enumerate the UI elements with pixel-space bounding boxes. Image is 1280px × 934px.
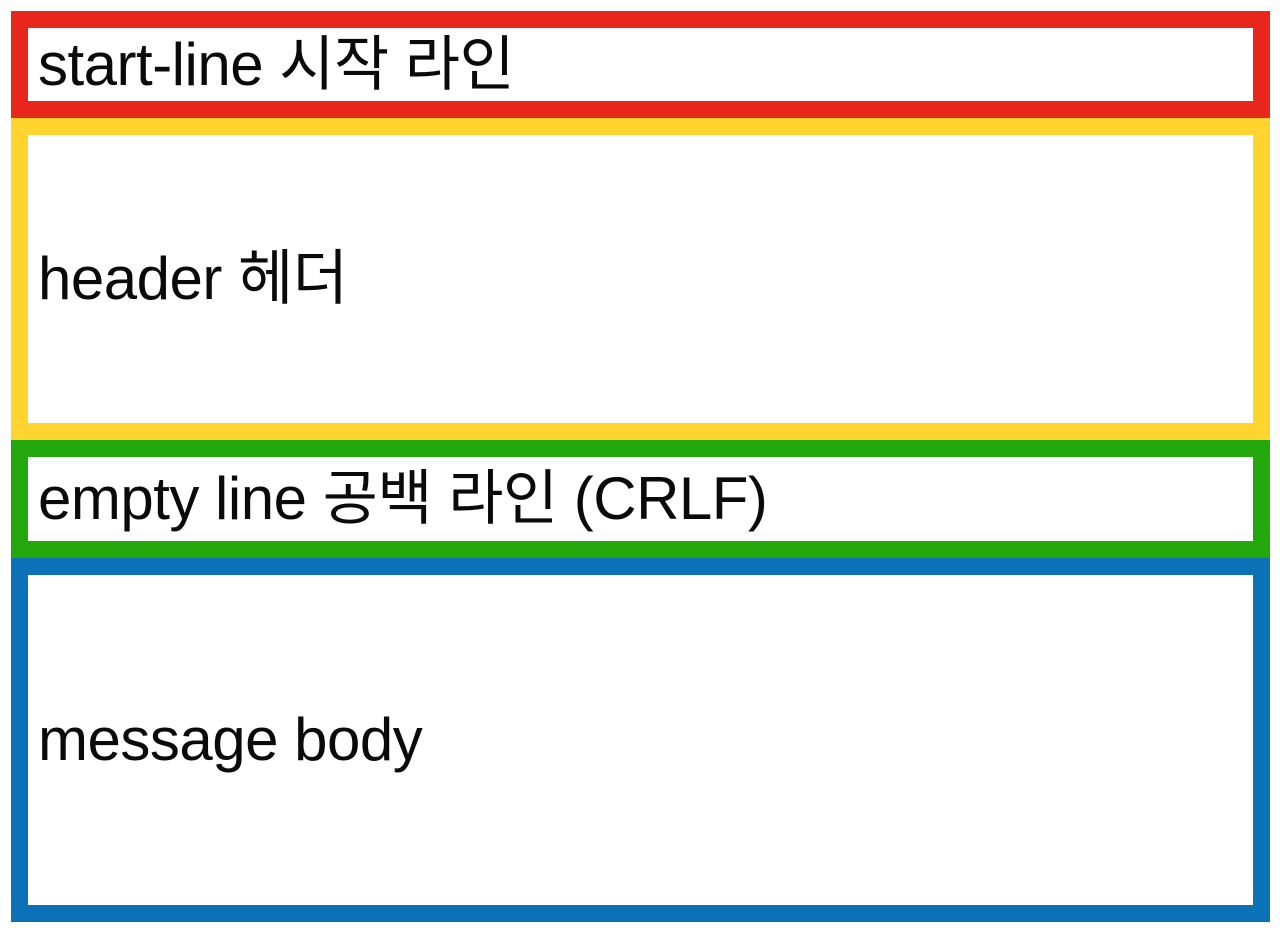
empty-line-label: empty line 공백 라인 (CRLF) bbox=[38, 465, 768, 532]
diagram-frame: start-line 시작 라인 header 헤더 empty line 공백… bbox=[11, 11, 1270, 922]
start-line-box: start-line 시작 라인 bbox=[11, 11, 1270, 118]
header-label: header 헤더 bbox=[38, 245, 348, 312]
header-box: header 헤더 bbox=[11, 118, 1270, 440]
message-body-box: message body bbox=[11, 558, 1270, 922]
message-body-label: message body bbox=[38, 706, 423, 773]
start-line-label: start-line 시작 라인 bbox=[38, 30, 515, 98]
empty-line-box: empty line 공백 라인 (CRLF) bbox=[11, 440, 1270, 558]
